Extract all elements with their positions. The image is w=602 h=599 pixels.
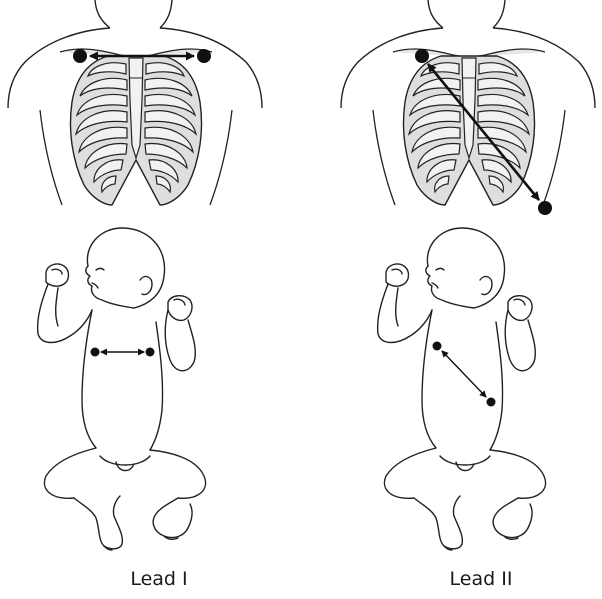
lead-2-adult-chest bbox=[341, 0, 595, 205]
infant-lead-2-vector-arrow bbox=[442, 351, 486, 397]
infant-electrode-right bbox=[91, 348, 100, 357]
lead-2-infant-figure bbox=[378, 228, 546, 550]
electrode-right-arm bbox=[73, 49, 87, 63]
lead-1-infant-electrodes bbox=[91, 348, 155, 357]
lead-1-infant-figure bbox=[38, 228, 206, 550]
lead-1-caption: Lead I bbox=[59, 568, 259, 590]
electrode-left-arm bbox=[197, 49, 211, 63]
lead-2-infant-electrodes bbox=[433, 342, 496, 407]
infant-electrode-right bbox=[433, 342, 442, 351]
infant-electrode-left bbox=[146, 348, 155, 357]
infant-electrode-left-leg bbox=[487, 398, 496, 407]
electrode-right-arm bbox=[415, 49, 429, 63]
lead-1-adult-chest bbox=[8, 0, 262, 205]
lead-2-caption: Lead II bbox=[381, 568, 581, 590]
electrode-left-leg bbox=[538, 201, 552, 215]
